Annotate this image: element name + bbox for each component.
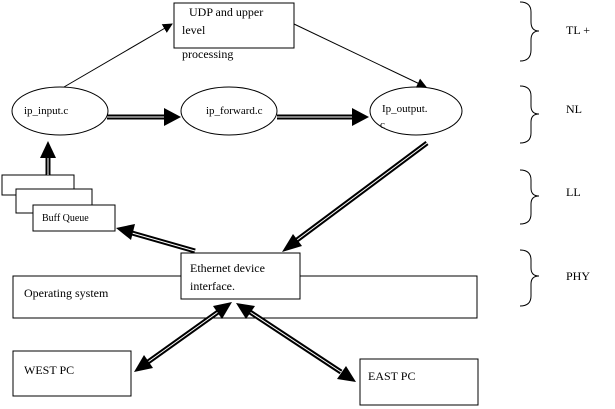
ethernet-label-line1: Ethernet device [190,261,265,275]
east-pc-label: EAST PC [368,369,415,383]
udp-label-line1: UDP and upper [189,5,263,19]
ethernet-label-line2: interface. [190,279,235,293]
udp-label-line3: processing [182,47,233,61]
layer-label-ll: LL [566,185,581,199]
ip-input-node [11,86,109,136]
arrow-udp-to-ip-output [293,23,427,88]
brace-tl [519,1,540,62]
arrow-buff-queue-to-ip-input [40,141,56,175]
layer-label-nl: NL [566,102,582,116]
west-pc-box [12,350,132,397]
buff-queue-front-box [32,204,116,232]
ip-output-label-line1: Ip_output. [382,103,428,115]
arrow-ethernet-to-buff-queue [116,224,196,254]
ip-input-label: ip_input.c [24,105,68,117]
ip-output-label-line2: c [380,119,385,131]
ethernet-device-interface-box [180,252,301,300]
arrow-ip-input-to-udp [63,23,173,88]
layer-label-phy: PHY [566,269,590,283]
east-pc-box [359,358,479,406]
operating-system-label: Operating system [24,286,109,300]
brace-phy [519,249,540,307]
udp-upper-level-box [173,2,295,49]
layer-label-tl: TL + [566,23,590,37]
ip-forward-node [180,86,278,136]
udp-label-line2: level [182,23,206,37]
buff-queue-stack: Buff Queue [1,174,116,232]
brace-nl [519,85,540,144]
ip-forward-label: ip_forward.c [206,105,263,117]
arrow-west-pc-ethernet [134,302,232,372]
arrow-ip-forward-to-ip-output [277,108,369,126]
buff-queue-label: Buff Queue [42,213,89,224]
arrow-ethernet-east-pc [236,303,356,382]
west-pc-label: WEST PC [24,363,74,377]
arrow-ip-input-to-ip-forward [107,108,181,126]
arrow-ip-output-to-ethernet [282,140,429,252]
brace-ll [519,169,540,225]
